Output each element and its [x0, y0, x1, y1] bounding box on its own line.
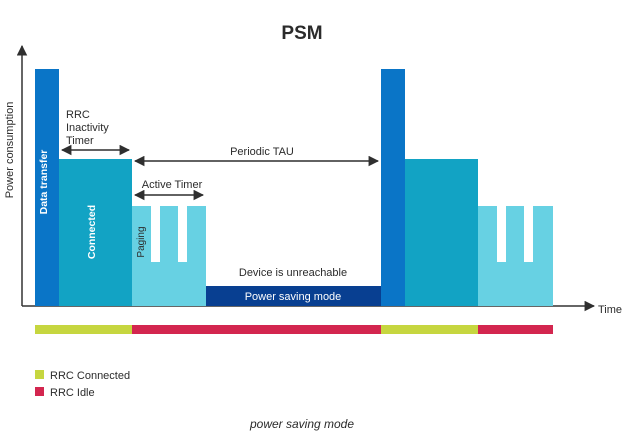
figure-caption: power saving mode	[249, 417, 354, 431]
legend-swatch-rrc-connected	[35, 370, 44, 379]
rrc-connected-segment-2	[381, 325, 478, 334]
y-axis-label: Power consumption	[4, 102, 16, 199]
x-axis-label: Time	[598, 304, 622, 316]
psm-bar	[206, 286, 381, 306]
rrc-connected-segment	[35, 325, 132, 334]
rrc-inactivity-timer-label: RRC Inactivity Timer	[66, 109, 112, 147]
connected-bar-2	[405, 159, 478, 306]
active-timer-label: Active Timer	[142, 179, 203, 191]
rrc-idle-segment-2	[478, 325, 553, 334]
device-unreachable-label: Device is unreachable	[239, 267, 347, 279]
rrc-idle-segment	[132, 325, 381, 334]
data-transfer-label: Data transfer	[38, 150, 50, 215]
legend-label-rrc-connected: RRC Connected	[50, 370, 130, 382]
diagram-title: PSM	[281, 23, 322, 44]
paging-label: Paging	[136, 226, 147, 257]
legend-swatch-rrc-idle	[35, 387, 44, 396]
connected-bar	[59, 159, 132, 306]
connected-label: Connected	[86, 205, 98, 259]
paging-region-2	[478, 206, 553, 306]
legend-label-rrc-idle: RRC Idle	[50, 387, 95, 399]
paging-region	[132, 206, 206, 306]
data-transfer-bar-2	[381, 69, 405, 306]
psm-label: Power saving mode	[245, 291, 342, 303]
data-transfer-bar	[35, 69, 59, 306]
periodic-tau-label: Periodic TAU	[230, 146, 294, 158]
